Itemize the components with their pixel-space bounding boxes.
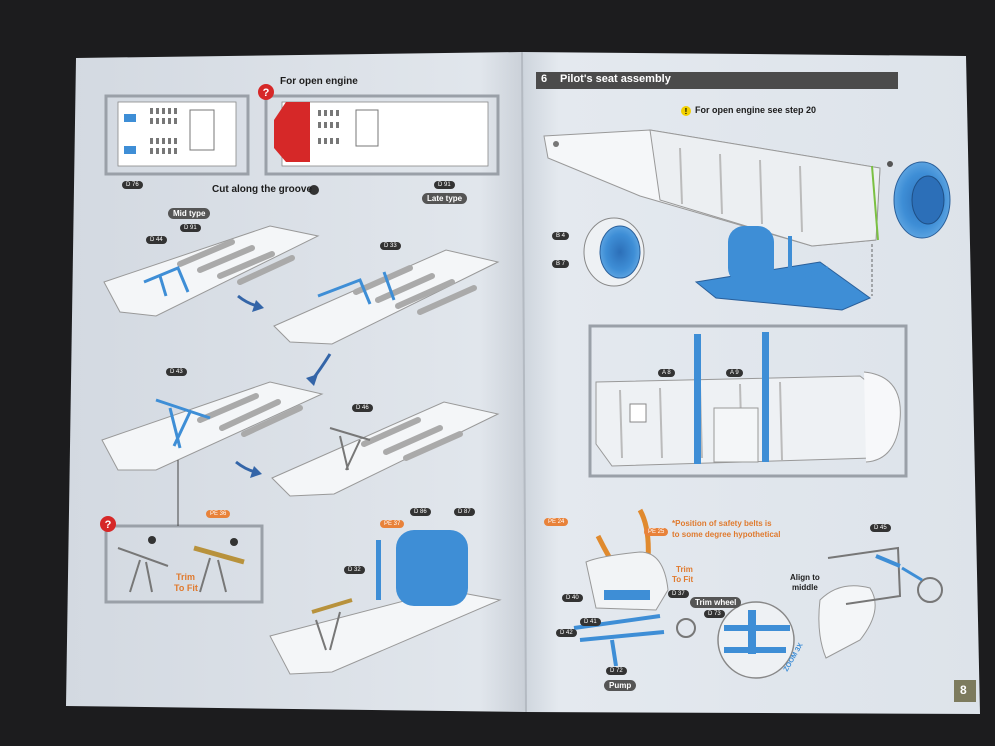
part-a9: A 9 bbox=[726, 369, 743, 377]
floor-step-3 bbox=[101, 381, 324, 471]
zoom-circle bbox=[717, 601, 795, 679]
question-icon bbox=[258, 84, 274, 100]
belts-note-2: to some degree hypothetical bbox=[672, 530, 781, 539]
engine-fan-right bbox=[887, 161, 951, 239]
part-d41: D 41 bbox=[580, 618, 601, 626]
trim-to-fit-1: Trim bbox=[176, 572, 196, 582]
mid-type-label: Mid type bbox=[168, 208, 211, 219]
part-d46: D 46 bbox=[352, 404, 373, 412]
late-type-label: Late type bbox=[422, 193, 468, 204]
part-a8: A 8 bbox=[658, 369, 675, 377]
open-engine-note: For open engine see step 20 bbox=[695, 105, 817, 115]
warning-icon bbox=[681, 106, 691, 116]
svg-text:?: ? bbox=[105, 519, 112, 531]
trim-fit-right-1: Trim bbox=[676, 565, 693, 574]
trim-wheel-label: Trim wheel bbox=[690, 597, 742, 608]
part-d33: D 33 bbox=[380, 242, 401, 250]
part-pe24: PE 24 bbox=[544, 518, 569, 526]
part-b7: B 7 bbox=[552, 260, 570, 268]
align-label-2: middle bbox=[792, 583, 818, 592]
wing-panel-d76 bbox=[104, 94, 250, 176]
cut-groove-label: Cut along the groove bbox=[212, 184, 312, 195]
page-number-box bbox=[954, 680, 976, 702]
seat-assembly bbox=[573, 508, 696, 667]
part-d44: D 44 bbox=[146, 236, 167, 244]
floor-step-5 bbox=[269, 530, 502, 675]
floor-step-4 bbox=[271, 401, 500, 497]
floor-step-2 bbox=[273, 249, 500, 345]
page-number: 8 bbox=[960, 683, 967, 697]
part-d86: D 86 bbox=[410, 508, 431, 516]
part-d42: D 42 bbox=[556, 629, 577, 637]
pump-label: Pump bbox=[604, 680, 637, 691]
align-label-1: Align to bbox=[790, 573, 820, 582]
trim-to-fit-2: To Fit bbox=[174, 583, 198, 593]
svg-text:!: ! bbox=[685, 107, 688, 116]
step-header-bar bbox=[536, 72, 898, 89]
cockpit-detail bbox=[588, 324, 908, 478]
floor-step-1 bbox=[103, 225, 320, 317]
open-engine-label: For open engine bbox=[280, 76, 358, 87]
trim-fit-right-2: To Fit bbox=[672, 575, 694, 584]
part-d91-top: D 91 bbox=[434, 181, 455, 189]
part-d72: D 72 bbox=[606, 667, 627, 675]
question-icon-2 bbox=[100, 516, 116, 532]
part-pe37: PE 37 bbox=[380, 520, 405, 528]
part-d43: D 43 bbox=[166, 368, 187, 376]
engine-fan-left bbox=[583, 217, 645, 287]
step-arrows bbox=[235, 294, 332, 478]
part-pe36: PE 36 bbox=[206, 510, 231, 518]
part-b4: B 4 bbox=[552, 232, 570, 240]
part-d37: D 37 bbox=[668, 590, 689, 598]
seat-floor-blue bbox=[694, 226, 872, 311]
fuselage-top bbox=[543, 129, 881, 247]
part-d45: D 45 bbox=[870, 524, 891, 532]
belts-note-1: *Position of safety belts is bbox=[672, 519, 772, 528]
detail-box bbox=[104, 524, 264, 604]
part-d32: D 32 bbox=[344, 566, 365, 574]
part-d76: D 76 bbox=[122, 181, 143, 189]
part-d87: D 87 bbox=[454, 508, 475, 516]
step-number: 6 bbox=[541, 73, 548, 85]
tail-detail bbox=[818, 546, 943, 659]
wing-panel-d91 bbox=[264, 94, 500, 176]
part-d73: D 73 bbox=[704, 610, 725, 618]
part-pe25: PE 25 bbox=[644, 528, 669, 536]
svg-text:?: ? bbox=[263, 87, 270, 99]
part-d91: D 91 bbox=[180, 224, 201, 232]
step-title: Pilot's seat assembly bbox=[560, 73, 671, 85]
part-d40: D 40 bbox=[562, 594, 583, 602]
